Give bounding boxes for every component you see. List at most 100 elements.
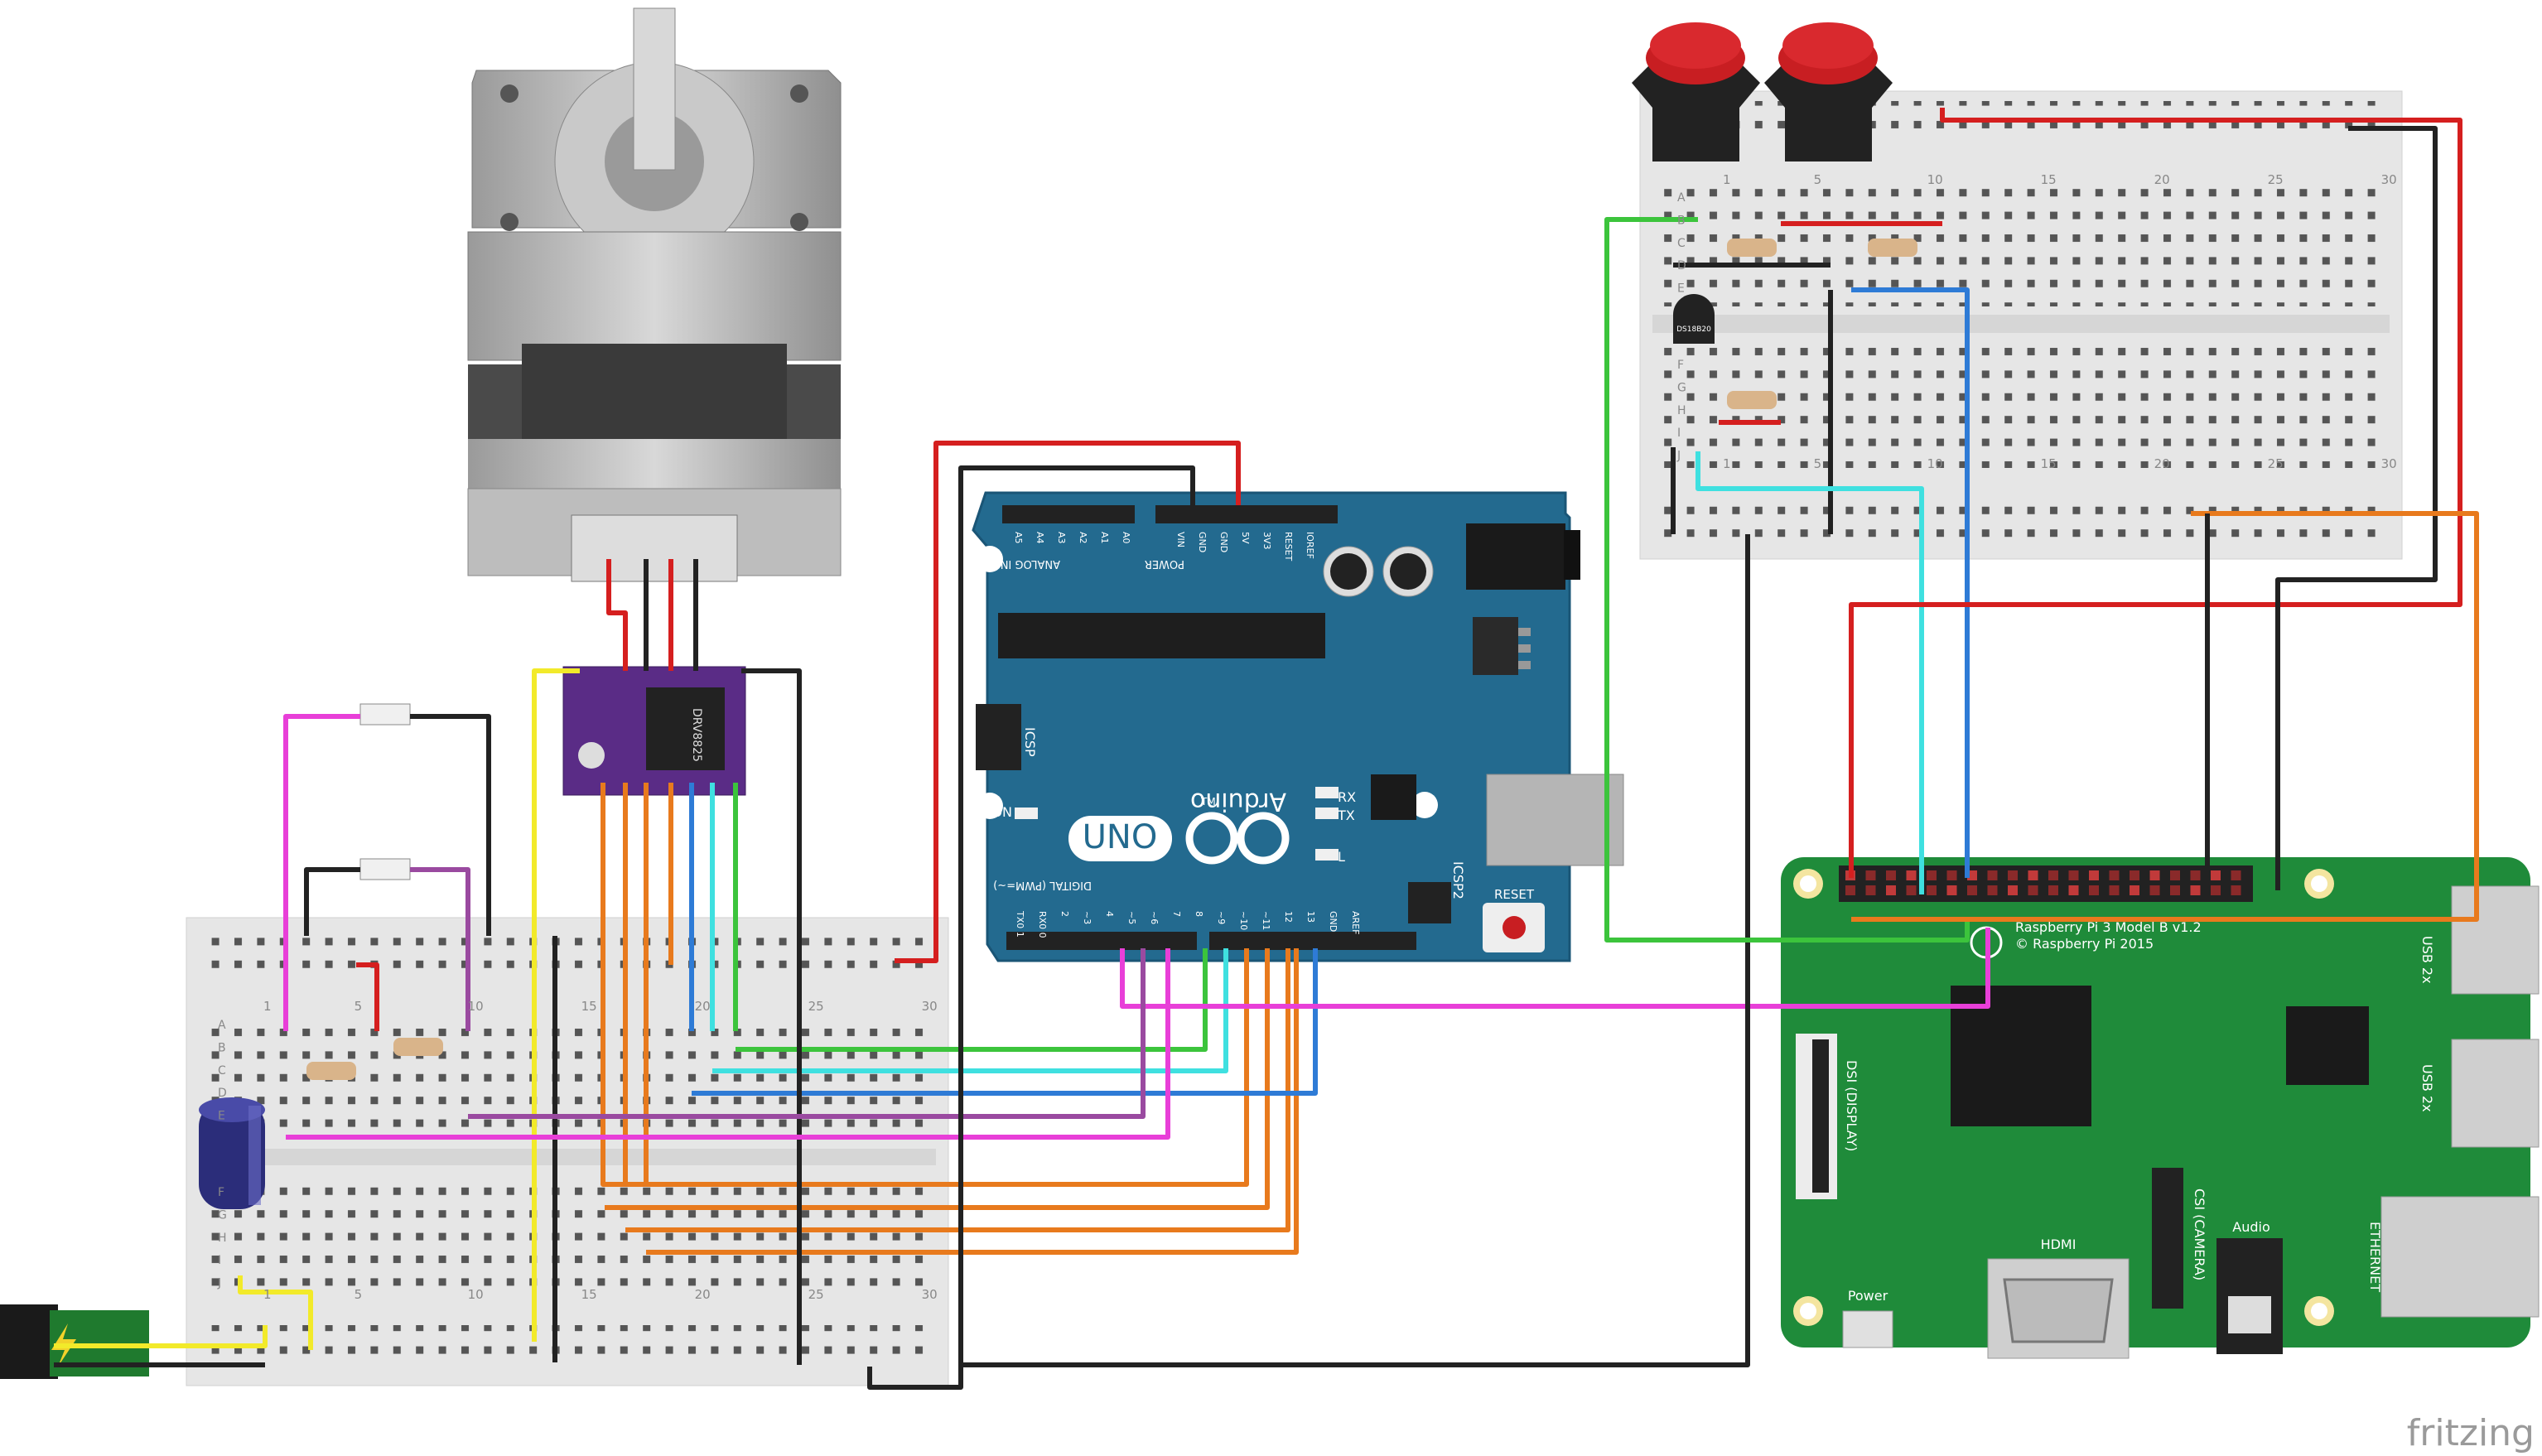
arduino-on-label: ON <box>991 804 1012 820</box>
gpio-pin <box>2211 870 2221 880</box>
gpio-pin <box>1987 885 1998 895</box>
gpio-pin <box>1927 870 1937 880</box>
arduino-power-label: POWER <box>1145 557 1184 570</box>
resistors <box>306 239 1917 1080</box>
pi-copyright: © Raspberry Pi 2015 <box>2015 936 2154 952</box>
pi-hdmi-label: HDMI <box>2041 1237 2077 1252</box>
breadboard-column-number: 1 <box>1723 456 1731 471</box>
gpio-pin <box>1865 870 1876 880</box>
digital-pin-label: TX0 1 <box>1015 910 1025 938</box>
pi-ethernet-label: ETHERNET <box>2367 1222 2383 1292</box>
gpio-pin <box>2109 870 2120 880</box>
gpio-pin <box>2170 870 2180 880</box>
power-pin-label: GND <box>1218 532 1229 552</box>
wires <box>54 108 2479 1390</box>
arduino-icsp-label: ICSP <box>1022 727 1038 757</box>
arduino-icsp2-label: ICSP2 <box>1450 861 1466 899</box>
power-pin-label: GND <box>1197 532 1208 552</box>
breadboard-row-letter: G <box>218 1208 227 1222</box>
analog-pin-label: A3 <box>1056 532 1067 544</box>
breadboard-column-number: 15 <box>2041 456 2057 471</box>
breadboard-row-letter: J <box>1676 450 1681 463</box>
gpio-pin <box>1946 885 1957 895</box>
gpio-pin <box>2068 870 2079 880</box>
arduino-digital-label: DIGITAL (PWM=~) <box>993 879 1092 891</box>
breadboard-column-number: 30 <box>2381 172 2397 187</box>
power-pin-label: 3V3 <box>1261 532 1272 550</box>
breadboard-column-number: 5 <box>355 1287 363 1302</box>
power-pin-label: VIN <box>1175 532 1186 547</box>
breadboard-row-letter: B <box>1677 214 1686 227</box>
breadboard-row-letter: E <box>1677 282 1685 296</box>
gpio-pin <box>1967 885 1977 895</box>
breadboard-row-letter: D <box>1677 259 1686 272</box>
gpio-pin <box>2211 885 2221 895</box>
digital-pin-label: RX0 0 <box>1037 911 1048 938</box>
digital-pin-label: ~5 <box>1126 911 1137 924</box>
breadboard-column-number: 20 <box>695 999 711 1014</box>
breadboard-column-number: 30 <box>922 1287 938 1302</box>
arduino-analog-label: ANALOG IN <box>1001 557 1060 570</box>
breadboard-row-letter: I <box>1677 427 1681 440</box>
breadboard-column-number: 10 <box>468 999 484 1014</box>
digital-pin-label: ~6 <box>1149 911 1160 924</box>
arduino-uno-board: UNO Arduino TM RX TX L ON ICSP ICSP2 RES… <box>972 491 1624 962</box>
breadboard-row-letter: E <box>218 1110 225 1123</box>
breadboard-column-number: 25 <box>2268 172 2284 187</box>
drv8825-driver: DRV8825 <box>562 666 746 796</box>
pi-usb2-label: USB 2x <box>2419 1064 2435 1112</box>
raspberry-pi-board: Raspberry Pi 3 Model B v1.2 © Raspberry … <box>1781 857 2540 1359</box>
power-pin-label: RESET <box>1283 532 1294 562</box>
gpio-pin <box>1906 885 1917 895</box>
breadboard-column-number: 15 <box>581 1287 597 1302</box>
gpio-pin <box>2231 885 2241 895</box>
breadboard-column-number: 5 <box>1814 456 1822 471</box>
breadboard-column-number: 1 <box>1723 172 1731 187</box>
breadboard-column-number: 20 <box>695 1287 711 1302</box>
gpio-pin <box>2130 885 2139 895</box>
breadboard-column-number: 1 <box>263 999 272 1014</box>
arduino-rx-label: RX <box>1338 789 1356 805</box>
push-button-2[interactable] <box>1764 22 1893 162</box>
breadboard-column-number: 25 <box>808 1287 824 1302</box>
drv-chip-label: DRV8825 <box>690 708 703 762</box>
breadboard-column-number: 30 <box>2381 456 2397 471</box>
analog-pin-label: A4 <box>1035 532 1045 544</box>
gpio-pin <box>1946 870 1957 880</box>
breadboard-row-letter: D <box>218 1087 227 1100</box>
gpio-pin <box>2028 870 2038 880</box>
arduino-model: UNO <box>1083 818 1158 856</box>
gpio-pin <box>2048 870 2058 880</box>
gpio-pin <box>2008 885 2018 895</box>
digital-pin-label: ~3 <box>1082 911 1093 924</box>
breadboard-left <box>186 917 949 1386</box>
tactile-switches <box>359 703 411 880</box>
pi-usb1-label: USB 2x <box>2419 936 2435 984</box>
gpio-pin <box>2109 885 2120 895</box>
digital-pin-label: GND <box>1328 911 1339 932</box>
pi-audio-label: Audio <box>2232 1219 2269 1235</box>
temperature-sensor: DS18B20 <box>1673 294 1715 344</box>
gpio-pin <box>2028 885 2038 895</box>
push-button-1[interactable] <box>1632 22 1760 162</box>
digital-pin-label: 7 <box>1171 911 1182 917</box>
analog-pin-label: A2 <box>1078 532 1088 544</box>
gpio-pin <box>1906 870 1917 880</box>
breadboard-column-number: 5 <box>355 999 363 1014</box>
sensor-label: DS18B20 <box>1676 325 1711 334</box>
pi-csi-label: CSI (CAMERA) <box>2192 1188 2207 1280</box>
breadboard-row-letter: A <box>1677 191 1686 205</box>
breadboard-row-letter: H <box>218 1232 227 1245</box>
digital-pin-label: 2 <box>1059 911 1070 917</box>
electrolytic-capacitor <box>199 1097 265 1209</box>
digital-pin-label: ~10 <box>1238 911 1249 930</box>
breadboard-column-number: 25 <box>808 999 824 1014</box>
digital-pin-label: 13 <box>1305 911 1316 923</box>
stepper-motor <box>467 7 842 582</box>
